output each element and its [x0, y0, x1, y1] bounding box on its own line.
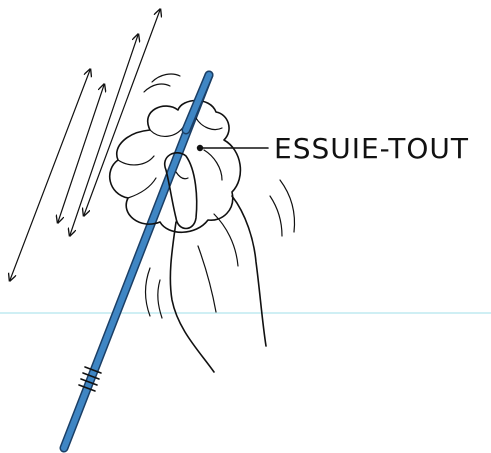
motion-arrow-4 [84, 10, 160, 215]
essuie-tout-label: ESSUIE-TOUT [274, 132, 469, 165]
motion-arrows [10, 10, 160, 280]
hand [144, 74, 294, 372]
motion-arrow-1 [10, 70, 90, 280]
motion-arrow-3 [70, 35, 138, 235]
